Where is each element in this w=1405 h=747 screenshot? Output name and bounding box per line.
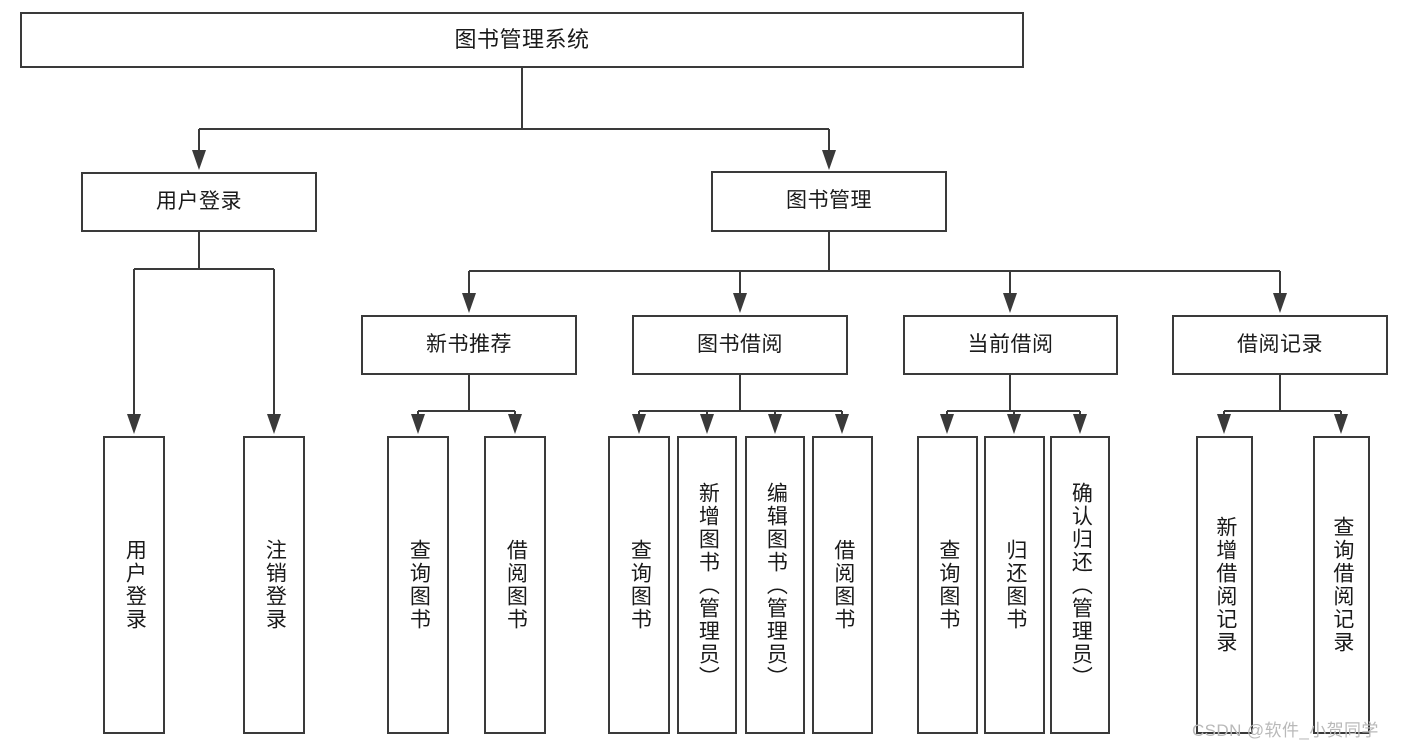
node-leaf-confirm-return-admin[interactable]: 确认归还（管理员） <box>1050 436 1110 734</box>
node-leaf-logout-login[interactable]: 注销登录 <box>243 436 305 734</box>
node-current-borrow[interactable]: 当前借阅 <box>903 315 1118 375</box>
node-label-leaf-query-book-recommend: 查询图书 <box>407 539 431 631</box>
arrow-head-leaf-1-1 <box>700 414 714 434</box>
arrow-head-leaf-2-0 <box>940 414 954 434</box>
node-label-root: 图书管理系统 <box>454 27 590 53</box>
arrow-head-leaf-0-1 <box>508 414 522 434</box>
arrow-head-user-login-leaf-0 <box>127 414 141 434</box>
watermark-text: CSDN @软件_小贺同学 <box>1192 721 1379 740</box>
node-user-login[interactable]: 用户登录 <box>81 172 317 232</box>
node-leaf-query-borrow-record[interactable]: 查询借阅记录 <box>1313 436 1370 734</box>
node-label-leaf-return-book: 归还图书 <box>1003 539 1027 631</box>
node-label-user-login: 用户登录 <box>156 189 242 213</box>
node-label-leaf-borrow-book: 借阅图书 <box>831 539 855 631</box>
node-root[interactable]: 图书管理系统 <box>20 12 1024 68</box>
arrow-head-leaf-1-3 <box>835 414 849 434</box>
node-leaf-query-book-current[interactable]: 查询图书 <box>917 436 978 734</box>
node-leaf-borrow-book-recommend[interactable]: 借阅图书 <box>484 436 546 734</box>
node-label-leaf-borrow-book-recommend: 借阅图书 <box>504 539 528 631</box>
node-label-current-borrow: 当前借阅 <box>967 332 1054 356</box>
arrow-head-user-login-leaf-1 <box>267 414 281 434</box>
arrow-head-leaf-1-0 <box>632 414 646 434</box>
node-book-management[interactable]: 图书管理 <box>711 171 947 232</box>
arrow-head-leaf-1-2 <box>768 414 782 434</box>
arrow-head-level2-1 <box>822 150 836 170</box>
node-label-leaf-add-book-admin: 新增图书（管理员） <box>696 481 720 689</box>
node-label-leaf-user-login: 用户登录 <box>123 539 147 631</box>
node-label-book-management: 图书管理 <box>786 189 872 213</box>
arrow-head-level3-3 <box>1273 293 1287 313</box>
node-label-leaf-query-book-current: 查询图书 <box>936 539 960 631</box>
arrow-head-leaf-3-1 <box>1334 414 1348 434</box>
node-label-leaf-query-book-borrow: 查询图书 <box>628 539 652 631</box>
node-borrow-record[interactable]: 借阅记录 <box>1172 315 1388 375</box>
node-label-leaf-query-borrow-record: 查询借阅记录 <box>1330 516 1354 654</box>
arrow-head-leaf-2-2 <box>1073 414 1087 434</box>
arrow-head-level3-1 <box>733 293 747 313</box>
node-book-borrow[interactable]: 图书借阅 <box>632 315 848 375</box>
arrow-head-level3-2 <box>1003 293 1017 313</box>
arrow-head-level2-0 <box>192 150 206 170</box>
node-leaf-add-borrow-record[interactable]: 新增借阅记录 <box>1196 436 1253 734</box>
node-label-borrow-record: 借阅记录 <box>1237 332 1323 356</box>
node-new-book-recommend[interactable]: 新书推荐 <box>361 315 577 375</box>
node-leaf-user-login[interactable]: 用户登录 <box>103 436 165 734</box>
node-label-book-borrow: 图书借阅 <box>697 332 783 356</box>
node-leaf-add-book-admin[interactable]: 新增图书（管理员） <box>677 436 737 734</box>
node-label-leaf-edit-book-admin: 编辑图书（管理员） <box>764 481 788 689</box>
node-leaf-query-book-recommend[interactable]: 查询图书 <box>387 436 449 734</box>
node-leaf-borrow-book[interactable]: 借阅图书 <box>812 436 873 734</box>
arrow-head-leaf-3-0 <box>1217 414 1231 434</box>
node-label-leaf-add-borrow-record: 新增借阅记录 <box>1213 516 1237 654</box>
arrow-head-leaf-0-0 <box>411 414 425 434</box>
node-leaf-query-book-borrow[interactable]: 查询图书 <box>608 436 670 734</box>
node-leaf-return-book[interactable]: 归还图书 <box>984 436 1045 734</box>
arrow-head-level3-0 <box>462 293 476 313</box>
node-label-leaf-confirm-return-admin: 确认归还（管理员） <box>1069 481 1093 689</box>
arrow-head-leaf-2-1 <box>1007 414 1021 434</box>
node-leaf-edit-book-admin[interactable]: 编辑图书（管理员） <box>745 436 805 734</box>
node-label-new-book-recommend: 新书推荐 <box>426 332 512 356</box>
node-label-leaf-logout-login: 注销登录 <box>263 539 287 631</box>
